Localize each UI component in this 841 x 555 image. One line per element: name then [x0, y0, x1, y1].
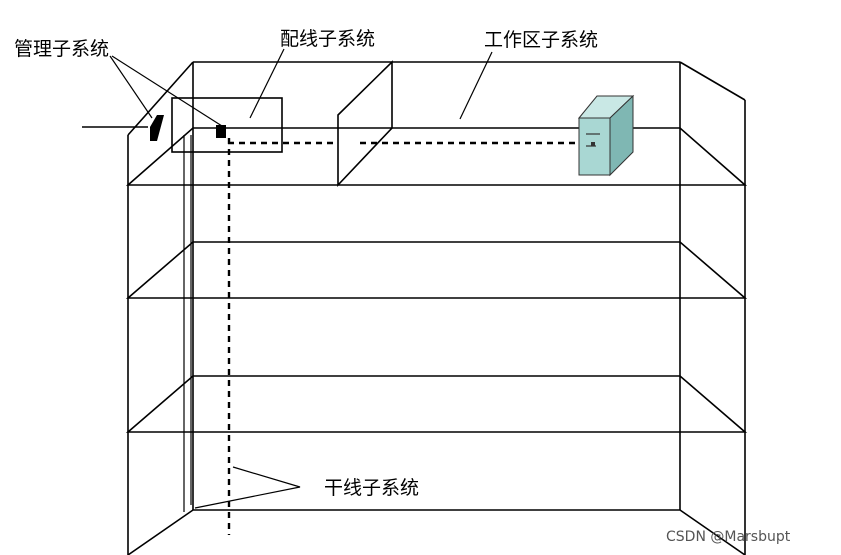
building-frame [127, 61, 746, 555]
label-wiring: 配线子系统 [280, 28, 375, 50]
label-work-area: 工作区子系统 [484, 29, 598, 51]
floor-slabs [125, 127, 748, 555]
computer-tower-icon [577, 94, 635, 177]
backbone-riser [183, 135, 192, 512]
wall-outlet-icon [150, 115, 164, 141]
partition-wall [337, 60, 393, 188]
wiring-closet-box [171, 97, 283, 153]
label-management: 管理子系统 [14, 38, 109, 60]
patch-panel-icon [216, 125, 226, 138]
leader-lines [109, 48, 493, 509]
watermark: CSDN @Marsbupt [666, 529, 791, 545]
label-backbone: 干线子系统 [324, 477, 419, 499]
